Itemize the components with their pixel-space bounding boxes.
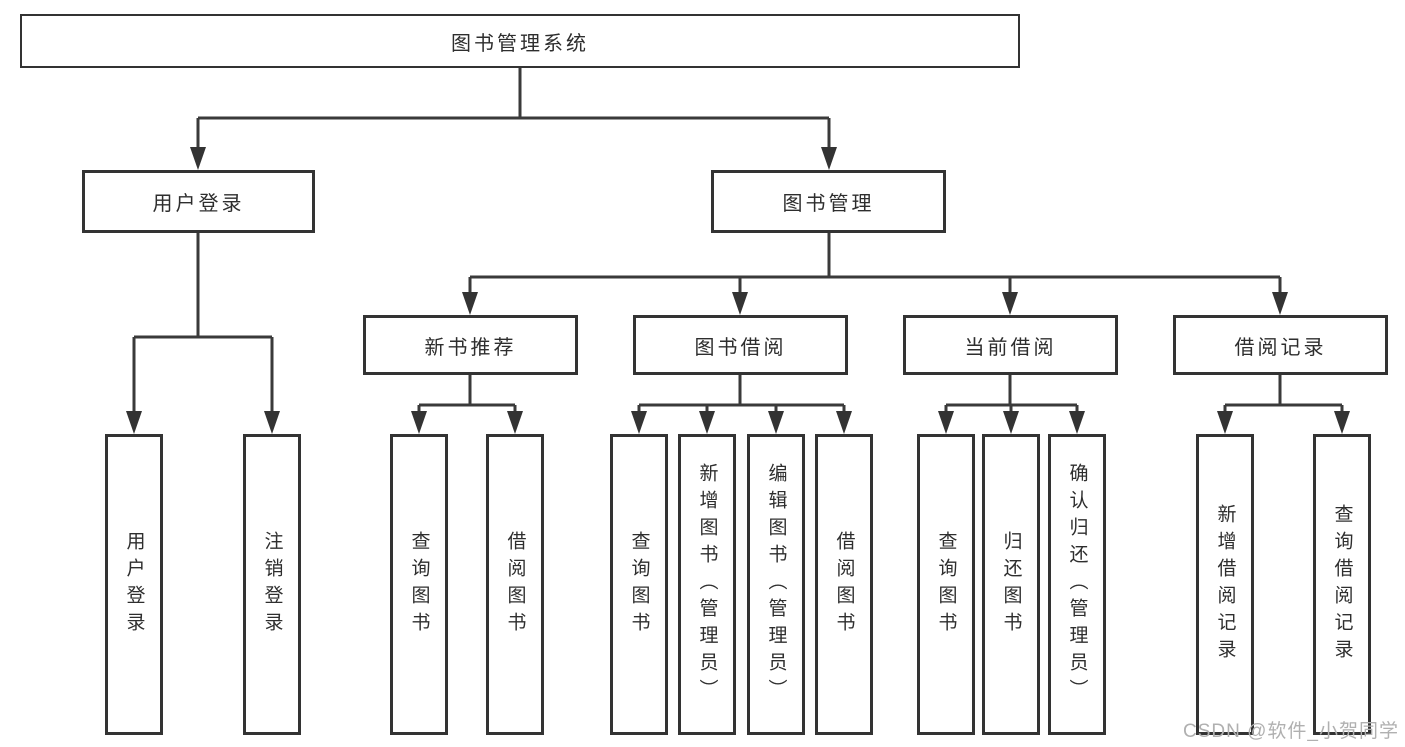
- arrow-down-icon: [507, 411, 523, 434]
- node-new-book-recommendation: 新书推荐: [363, 315, 578, 375]
- leaf-confirm-return-admin: 确认归还（管理员）: [1048, 434, 1106, 735]
- node-book-management: 图书管理: [711, 170, 946, 233]
- arrow-down-icon: [768, 411, 784, 434]
- leaf-borrow-query-books: 查询图书: [610, 434, 668, 735]
- leaf-newbook-query-books: 查询图书: [390, 434, 448, 735]
- arrow-down-icon: [411, 411, 427, 434]
- arrow-down-icon: [836, 411, 852, 434]
- arrow-down-icon: [938, 411, 954, 434]
- leaf-return-books: 归还图书: [982, 434, 1040, 735]
- leaf-current-query-books: 查询图书: [917, 434, 975, 735]
- node-library-system: 图书管理系统: [20, 14, 1020, 68]
- arrow-down-icon: [462, 292, 478, 315]
- arrow-down-icon: [1334, 411, 1350, 434]
- csdn-watermark: CSDN @软件_小贺同学: [1183, 721, 1399, 742]
- leaf-query-borrow-record: 查询借阅记录: [1313, 434, 1371, 735]
- arrow-down-icon: [1003, 411, 1019, 434]
- arrow-down-icon: [1069, 411, 1085, 434]
- arrow-down-icon: [190, 147, 206, 170]
- arrow-down-icon: [264, 411, 280, 434]
- leaf-borrow-books: 借阅图书: [815, 434, 873, 735]
- leaf-newbook-borrow-books: 借阅图书: [486, 434, 544, 735]
- arrow-down-icon: [1217, 411, 1233, 434]
- arrow-down-icon: [1002, 292, 1018, 315]
- leaf-add-book-admin: 新增图书（管理员）: [678, 434, 736, 735]
- node-current-borrowing: 当前借阅: [903, 315, 1118, 375]
- leaf-logout: 注销登录: [243, 434, 301, 735]
- node-book-borrowing: 图书借阅: [633, 315, 848, 375]
- node-user-login: 用户登录: [82, 170, 315, 233]
- arrow-down-icon: [1272, 292, 1288, 315]
- arrow-down-icon: [821, 147, 837, 170]
- arrow-down-icon: [699, 411, 715, 434]
- arrow-down-icon: [732, 292, 748, 315]
- arrow-down-icon: [631, 411, 647, 434]
- leaf-edit-book-admin: 编辑图书（管理员）: [747, 434, 805, 735]
- leaf-user-login: 用户登录: [105, 434, 163, 735]
- leaf-add-borrow-record: 新增借阅记录: [1196, 434, 1254, 735]
- arrow-down-icon: [126, 411, 142, 434]
- node-borrowing-records: 借阅记录: [1173, 315, 1388, 375]
